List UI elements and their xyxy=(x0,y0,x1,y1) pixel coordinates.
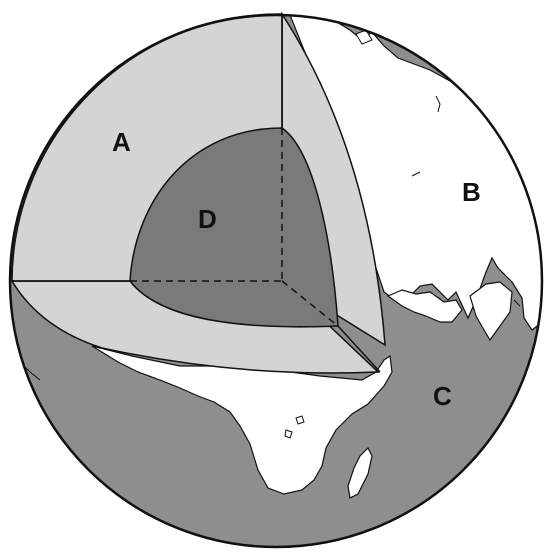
coastline-detail xyxy=(513,299,521,307)
coastline-detail xyxy=(411,171,421,177)
madagascar xyxy=(347,446,373,499)
indian-subcontinent xyxy=(469,281,513,342)
globe-outline xyxy=(8,13,544,549)
label-c: C xyxy=(433,381,452,411)
label-d: D xyxy=(198,204,217,234)
cutaway-wedge xyxy=(10,11,386,374)
coastline-detail xyxy=(435,95,441,113)
island xyxy=(355,29,373,45)
africa xyxy=(91,345,393,495)
layer-d-core xyxy=(129,127,339,328)
label-a: A xyxy=(112,127,131,157)
arabian-peninsula xyxy=(386,289,463,323)
island xyxy=(284,429,293,439)
edge-diagonal xyxy=(337,325,381,373)
island xyxy=(295,415,305,425)
label-b: B xyxy=(462,177,481,207)
